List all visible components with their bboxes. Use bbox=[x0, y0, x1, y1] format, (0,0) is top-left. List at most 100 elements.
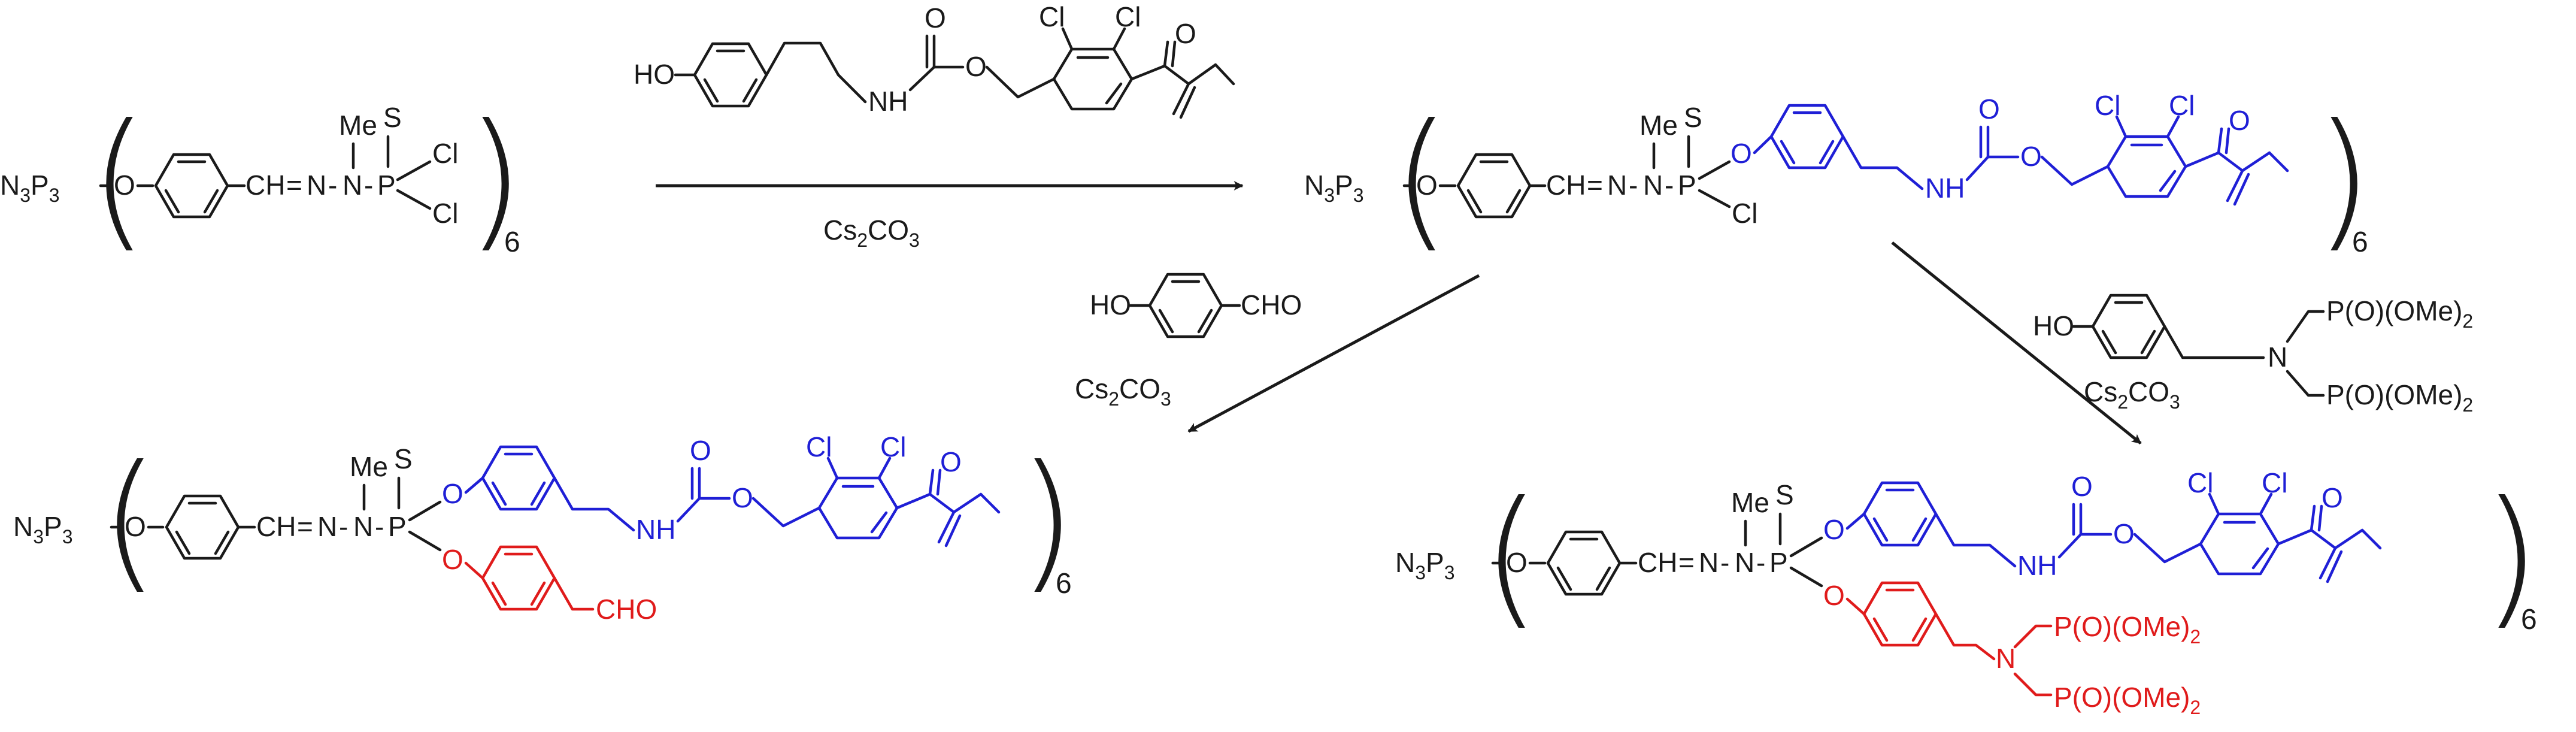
svg-text:Cl: Cl bbox=[1039, 1, 1065, 32]
svg-text:): ) bbox=[1018, 433, 1077, 607]
product-phosphonate-substituent: O N P(O)(OMe)2 P(O)(OMe)2 bbox=[1823, 580, 2201, 718]
svg-text:O: O bbox=[2071, 471, 2093, 502]
svg-text:S: S bbox=[1684, 102, 1702, 133]
svg-text:NH: NH bbox=[636, 514, 675, 545]
svg-text:-: - bbox=[328, 170, 337, 201]
svg-text:Cl: Cl bbox=[2187, 467, 2213, 498]
reagent-2: HO CHO bbox=[1090, 274, 1302, 337]
svg-text:N3P3: N3P3 bbox=[1304, 170, 1364, 206]
product-phosphonate-linker: O NH O O Cl Cl O bbox=[1823, 467, 2382, 583]
svg-text:N: N bbox=[1996, 643, 2016, 674]
svg-text:CH: CH bbox=[1638, 547, 1677, 578]
svg-text:-: - bbox=[339, 511, 348, 542]
svg-text:CHO: CHO bbox=[1241, 289, 1302, 320]
svg-text:HO: HO bbox=[1090, 289, 1131, 320]
reagent-1: HO NH O O Cl Cl O bbox=[634, 1, 1235, 119]
svg-text:N: N bbox=[1607, 170, 1627, 201]
reaction-arrow-3 bbox=[1891, 241, 2142, 444]
svg-text:Me: Me bbox=[350, 451, 388, 482]
svg-text:Cl: Cl bbox=[1732, 198, 1757, 229]
svg-text:Me: Me bbox=[1731, 487, 1769, 518]
svg-text:O: O bbox=[1823, 514, 1845, 545]
svg-text:O: O bbox=[732, 482, 753, 513]
svg-text:Cl: Cl bbox=[880, 431, 906, 462]
svg-text:-: - bbox=[375, 511, 384, 542]
multiplier: 6 bbox=[504, 226, 520, 258]
svg-text:O: O bbox=[1731, 138, 1752, 169]
intermediate-linker: O NH O O Cl Cl O bbox=[1731, 90, 2289, 206]
svg-text:P: P bbox=[388, 511, 407, 542]
phosphorus-label: P bbox=[377, 170, 396, 201]
svg-text:O: O bbox=[442, 544, 463, 575]
svg-text:-: - bbox=[364, 170, 373, 201]
svg-text:O: O bbox=[1416, 170, 1438, 201]
svg-text:6: 6 bbox=[1056, 568, 1072, 600]
reaction-arrow-2 bbox=[1187, 274, 1480, 433]
svg-text:6: 6 bbox=[2352, 226, 2368, 258]
svg-text:O: O bbox=[940, 446, 962, 477]
reagent-3-base: Cs2CO3 bbox=[2084, 376, 2180, 413]
svg-text:N: N bbox=[353, 511, 373, 542]
core-label: N3P3 bbox=[0, 170, 60, 206]
svg-text:): ) bbox=[2482, 469, 2541, 643]
svg-text:-: - bbox=[1629, 170, 1638, 201]
svg-text:=: = bbox=[297, 511, 313, 542]
svg-text:CH: CH bbox=[256, 511, 296, 542]
svg-text:O: O bbox=[2322, 482, 2343, 513]
product-phosphonate: N3P3 ( O CH = N - N Me - P S bbox=[1395, 469, 1823, 643]
svg-text:Cl: Cl bbox=[1115, 1, 1141, 32]
svg-text:O: O bbox=[442, 478, 463, 509]
svg-text:N: N bbox=[2268, 341, 2287, 373]
svg-text:Cl: Cl bbox=[2262, 467, 2287, 498]
sulfur-label: S bbox=[383, 102, 402, 133]
svg-text:HO: HO bbox=[2033, 310, 2074, 341]
svg-text:Cl: Cl bbox=[806, 431, 832, 462]
svg-text:N: N bbox=[1699, 547, 1719, 578]
left-parenthesis: ( bbox=[90, 92, 149, 266]
svg-text:NH: NH bbox=[1925, 173, 1965, 204]
svg-text:-: - bbox=[1665, 170, 1674, 201]
svg-text:N3P3: N3P3 bbox=[13, 511, 73, 548]
svg-text:6: 6 bbox=[2521, 604, 2537, 636]
product-aldehyde: N3P3 ( O CH = N - N Me - P S bbox=[13, 433, 442, 607]
svg-text:P(O)(OMe)2: P(O)(OMe)2 bbox=[2326, 295, 2473, 332]
chlorine-label-2: Cl bbox=[432, 198, 458, 229]
svg-text:CHO: CHO bbox=[596, 594, 657, 625]
svg-text:O: O bbox=[925, 2, 946, 34]
svg-text:N: N bbox=[343, 170, 362, 201]
product-aldehyde-substituent: O CHO bbox=[442, 544, 657, 625]
svg-text:P: P bbox=[1678, 170, 1696, 201]
svg-text:=: = bbox=[286, 170, 302, 201]
svg-text:Cl: Cl bbox=[2095, 90, 2120, 121]
svg-text:=: = bbox=[1678, 547, 1695, 578]
svg-text:CH: CH bbox=[1546, 170, 1586, 201]
svg-text:N3P3: N3P3 bbox=[1395, 547, 1455, 583]
svg-text:NH: NH bbox=[868, 86, 908, 117]
methyl-label: Me bbox=[339, 110, 377, 141]
svg-text:O: O bbox=[1823, 580, 1845, 611]
svg-text:P(O)(OMe)2: P(O)(OMe)2 bbox=[2054, 611, 2201, 648]
reagent-3: HO N P(O)(OMe)2 P(O)(OMe)2 bbox=[2033, 295, 2473, 416]
svg-text:Me: Me bbox=[1639, 110, 1678, 141]
svg-text:N: N bbox=[307, 170, 326, 201]
svg-text:O: O bbox=[690, 435, 711, 466]
svg-text:): ) bbox=[2314, 92, 2373, 266]
svg-text:O: O bbox=[2020, 141, 2042, 172]
right-parenthesis: ) bbox=[466, 92, 525, 266]
svg-text:N: N bbox=[1643, 170, 1663, 201]
svg-text:P: P bbox=[1769, 547, 1788, 578]
svg-text:(: ( bbox=[1482, 469, 1541, 643]
oxygen-label: O bbox=[114, 170, 135, 201]
svg-text:N: N bbox=[1735, 547, 1754, 578]
svg-text:O: O bbox=[1175, 18, 1196, 49]
intermediate-product: N3P3 ( O CH = N - N Me - P S Cl bbox=[1304, 92, 1757, 266]
chlorine-label-1: Cl bbox=[432, 138, 458, 169]
product-aldehyde-linker: O NH O O Cl Cl O bbox=[442, 431, 1001, 548]
svg-text:O: O bbox=[2113, 518, 2135, 549]
svg-text:P(O)(OMe)2: P(O)(OMe)2 bbox=[2054, 682, 2201, 718]
svg-text:-: - bbox=[1720, 547, 1729, 578]
svg-text:O: O bbox=[2229, 105, 2250, 136]
svg-text:P(O)(OMe)2: P(O)(OMe)2 bbox=[2326, 379, 2473, 416]
svg-text:O: O bbox=[125, 511, 146, 542]
svg-text:=: = bbox=[1587, 170, 1603, 201]
